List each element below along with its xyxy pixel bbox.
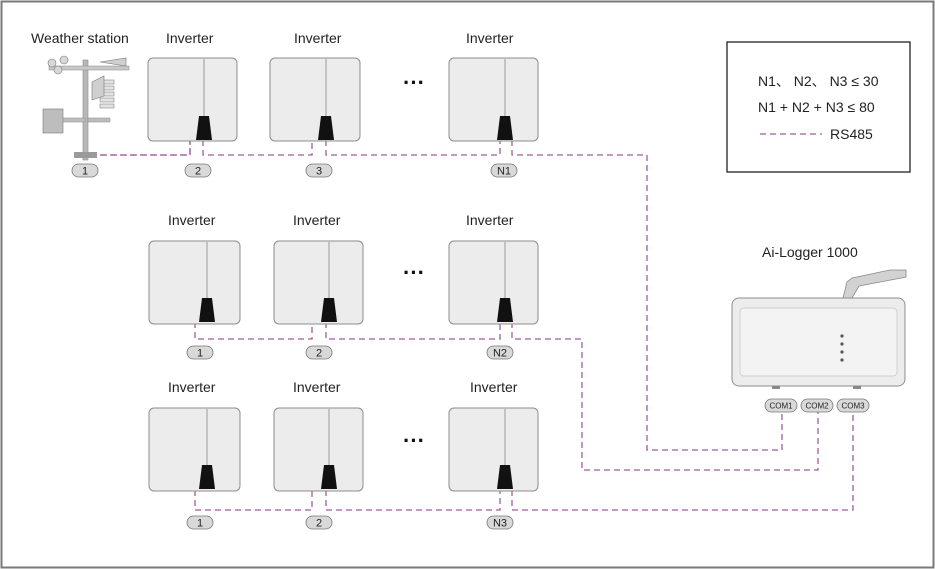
badge-row3-b: 2 — [305, 515, 333, 530]
ellipsis-row3: ··· — [403, 428, 425, 453]
rs485-line-row2-path — [194, 322, 819, 471]
antenna-icon — [842, 269, 907, 299]
rs485-line-row3-path — [194, 412, 854, 511]
address-badges: 1 2 3 N1 1 2 N2 1 — [71, 163, 518, 530]
logger-label: Ai-Logger 1000 — [762, 244, 858, 260]
badge-row1-a: 2 — [184, 163, 212, 178]
legend-line-limit-each: N1、 N2、 N3 ≤ 30 — [758, 73, 879, 89]
svg-text:COM3: COM3 — [841, 402, 865, 411]
inverter-label: Inverter — [294, 30, 342, 46]
inverter-connector — [199, 298, 215, 322]
svg-text:1: 1 — [82, 166, 88, 178]
inverter-row-1: Inverter Inverter ··· Inverter — [147, 30, 539, 142]
svg-text:1: 1 — [197, 518, 203, 530]
inverter-row1-b: Inverter — [269, 30, 361, 142]
inverter-connector — [497, 116, 513, 140]
badge-row2-n: N2 — [486, 345, 514, 360]
svg-text:2: 2 — [195, 166, 201, 178]
inverter-row2-a: Inverter — [148, 212, 241, 325]
legend-rs485-label: RS485 — [830, 126, 873, 142]
legend-line-limit-total: N1 + N2 + N3 ≤ 80 — [758, 99, 875, 115]
inverter-connector — [497, 465, 513, 489]
weather-station-label: Weather station — [31, 30, 129, 46]
legend-box: N1、 N2、 N3 ≤ 30 N1 + N2 + N3 ≤ 80 RS485 — [726, 41, 911, 173]
port-com2: COM2 — [800, 398, 834, 413]
svg-text:N1: N1 — [497, 166, 511, 178]
inverter-connector — [196, 116, 212, 140]
svg-text:COM2: COM2 — [805, 402, 829, 411]
inverter-connector — [497, 298, 513, 322]
inverter-connector — [199, 465, 215, 489]
inverter-label: Inverter — [168, 212, 216, 228]
inverter-label: Inverter — [168, 379, 216, 395]
badge-row3-a: 1 — [186, 515, 214, 530]
inverter-label: Inverter — [293, 379, 341, 395]
rs485-bus-lines — [84, 140, 854, 511]
inverter-label: Inverter — [470, 379, 518, 395]
inverter-label: Inverter — [293, 212, 341, 228]
badge-row1-b: 3 — [305, 163, 333, 178]
inverter-row3-a: Inverter — [148, 379, 241, 492]
badge-weather-station: 1 — [71, 163, 99, 178]
port-com1: COM1 — [764, 398, 798, 413]
inverter-row3-n: Inverter — [448, 379, 539, 492]
inverter-row2-n: Inverter — [448, 212, 539, 325]
inverter-label: Inverter — [466, 30, 514, 46]
svg-text:3: 3 — [316, 166, 322, 178]
inverter-row-2: Inverter Inverter ··· Inverter — [148, 212, 539, 325]
status-led-icons — [840, 334, 844, 362]
weather-station: Weather station — [31, 30, 130, 161]
badge-row2-b: 2 — [305, 345, 333, 360]
badge-row2-a: 1 — [186, 345, 214, 360]
ellipsis-row1: ··· — [403, 70, 425, 95]
svg-text:COM1: COM1 — [769, 402, 793, 411]
ai-logger: Ai-Logger 1000 COM1 COM2 — [731, 244, 907, 413]
badge-row3-n: N3 — [486, 515, 514, 530]
ellipsis-row2: ··· — [403, 260, 425, 285]
inverter-connector — [321, 298, 337, 322]
inverter-connector — [321, 465, 337, 489]
inverter-row1-n: Inverter — [448, 30, 539, 142]
svg-text:2: 2 — [316, 518, 322, 530]
svg-text:1: 1 — [197, 348, 203, 360]
svg-text:2: 2 — [316, 348, 322, 360]
inverter-label: Inverter — [166, 30, 214, 46]
inverter-connector — [318, 116, 334, 140]
inverter-row2-b: Inverter — [273, 212, 364, 325]
inverter-row-3: Inverter Inverter ··· Inverter — [148, 379, 539, 492]
badge-row1-n: N1 — [490, 163, 518, 178]
inverter-row3-b: Inverter — [273, 379, 364, 492]
port-com3: COM3 — [836, 398, 870, 413]
rs485-line-row1 — [84, 141, 191, 156]
inverter-row1-a: Inverter — [147, 30, 238, 142]
svg-text:N3: N3 — [493, 518, 507, 530]
svg-text:N2: N2 — [493, 348, 507, 360]
inverter-label: Inverter — [466, 212, 514, 228]
